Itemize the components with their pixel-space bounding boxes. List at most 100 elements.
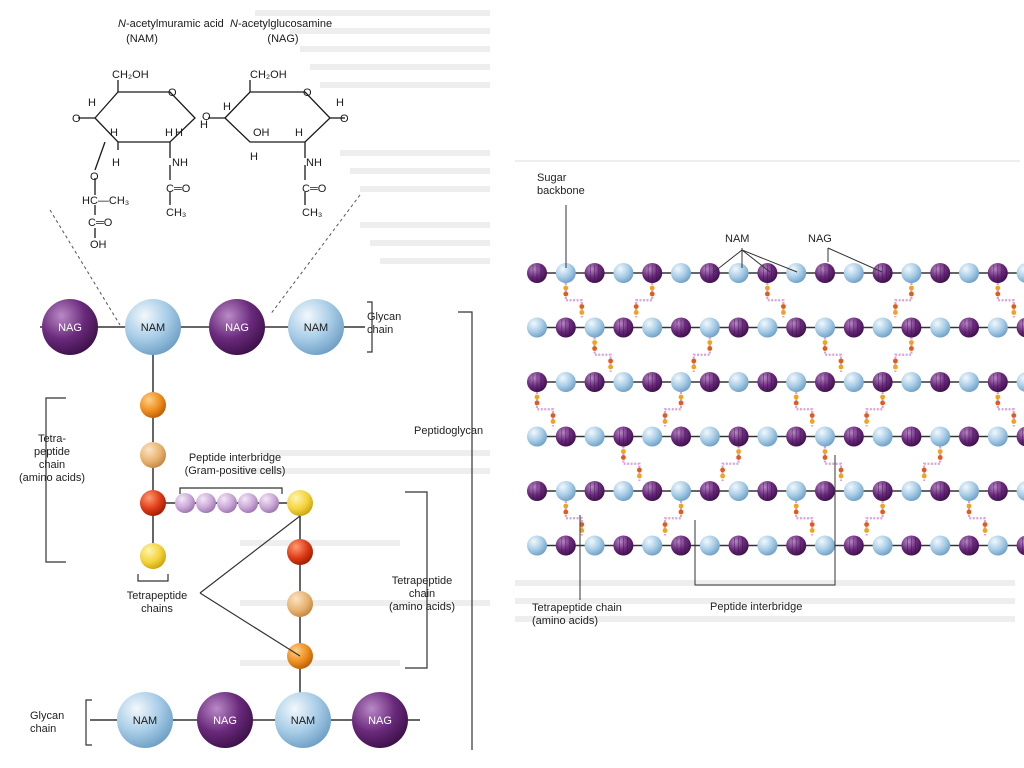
lattice-nam-bead bbox=[987, 317, 1008, 338]
lattice-amino-acid bbox=[608, 358, 613, 364]
lattice-amino-acid bbox=[893, 304, 898, 309]
lattice-nam-bead bbox=[872, 426, 893, 447]
lattice-nam-bead bbox=[728, 263, 749, 283]
lattice-amino-acid bbox=[793, 400, 799, 406]
top-ball-nag-2: NAG bbox=[209, 299, 265, 355]
amino-acid-left-1 bbox=[140, 392, 166, 418]
nag-title: N-acetylglucosamine bbox=[230, 18, 332, 30]
left-glycosidic-o: O bbox=[72, 113, 81, 125]
lattice-amino-acid bbox=[592, 346, 597, 351]
lattice-crosslink bbox=[795, 392, 814, 427]
lattice-crosslink bbox=[635, 283, 654, 318]
lattice-nam-bead bbox=[527, 317, 547, 338]
lattice-nam-bead bbox=[613, 263, 634, 283]
nam-h6: H bbox=[165, 127, 173, 139]
nam-label: NAM bbox=[725, 233, 750, 245]
nag-pointer-b bbox=[827, 247, 883, 273]
lattice-crosslink bbox=[865, 501, 884, 536]
lattice-nam-bead bbox=[843, 372, 864, 392]
lattice-amino-acid bbox=[893, 358, 898, 364]
lattice-amino-acid bbox=[1011, 419, 1017, 424]
lattice-amino-acid bbox=[579, 522, 585, 527]
top-glycan-bracket bbox=[367, 301, 373, 353]
lattice-nam-bead bbox=[815, 535, 835, 556]
nag-h4: H bbox=[250, 151, 258, 163]
lattice-amino-acid bbox=[592, 340, 597, 345]
tetrapeptide-chains-label: Tetrapeptide chains bbox=[126, 590, 188, 615]
nag-ch2oh: CH₂OH bbox=[250, 69, 287, 81]
lattice-crosslink bbox=[894, 283, 913, 318]
lattice-amino-acid bbox=[995, 285, 1001, 291]
lattice-amino-acid bbox=[966, 503, 972, 509]
peptidoglycan-label: Peptidoglycan bbox=[414, 425, 484, 437]
lattice-amino-acid bbox=[736, 449, 741, 454]
left-brackets bbox=[45, 301, 473, 750]
lattice-amino-acid bbox=[838, 358, 844, 364]
lattice-amino-acid bbox=[579, 304, 585, 309]
lattice-nam-bead bbox=[1016, 263, 1024, 283]
nag-ring-oxygen: O bbox=[303, 87, 312, 99]
amino-acid-left-4 bbox=[140, 543, 166, 569]
nag-title-italic: N bbox=[230, 18, 238, 30]
lattice-crosslink bbox=[923, 446, 942, 481]
lattice-amino-acid bbox=[765, 285, 770, 291]
lattice-amino-acid bbox=[649, 291, 655, 297]
lattice-nam-bead bbox=[699, 426, 720, 447]
lattice-amino-acid bbox=[649, 285, 655, 291]
nam-nh: NH bbox=[172, 157, 188, 169]
nag-h1: H bbox=[223, 101, 231, 113]
lattice-nam-bead bbox=[642, 317, 663, 338]
interbridge-residue-3 bbox=[217, 493, 237, 513]
lattice-amino-acid bbox=[720, 473, 725, 479]
bottom-ball-nam-2-label: NAM bbox=[291, 715, 315, 727]
nag-c-eq-o: C═O bbox=[302, 183, 327, 195]
lattice-amino-acid bbox=[550, 413, 556, 418]
lattice-amino-acid bbox=[793, 394, 799, 400]
lattice-crosslink bbox=[823, 337, 843, 372]
lattice-crosslink bbox=[593, 337, 612, 372]
lattice-amino-acid bbox=[921, 467, 927, 473]
lattice-nam-bead bbox=[959, 263, 979, 283]
lattice-nam-bead bbox=[1016, 481, 1024, 501]
lattice-amino-acid bbox=[937, 449, 943, 454]
lattice-amino-acid bbox=[678, 394, 684, 400]
lattice-nam-bead bbox=[757, 317, 778, 338]
lattice-amino-acid bbox=[880, 394, 885, 400]
lattice-crosslink bbox=[535, 392, 555, 427]
peptidoglycan-lattice bbox=[527, 263, 1024, 556]
lattice-nam-bead bbox=[555, 263, 576, 283]
amino-acid-left-3 bbox=[140, 490, 166, 516]
lattice-crosslink bbox=[564, 283, 583, 318]
nam-carbonyl: C═O bbox=[88, 217, 113, 229]
lattice-nam-bead bbox=[815, 317, 835, 338]
lattice-amino-acid bbox=[579, 528, 585, 533]
lattice-nam-bead bbox=[584, 426, 605, 447]
lattice-amino-acid bbox=[781, 310, 786, 315]
lattice-amino-acid bbox=[765, 291, 770, 297]
top-ball-nag-1: NAG bbox=[42, 299, 98, 355]
lattice-amino-acid bbox=[621, 455, 626, 460]
interbridge-bracket bbox=[179, 487, 283, 494]
lattice-amino-acid bbox=[662, 528, 668, 533]
nam-h5: H bbox=[112, 157, 120, 169]
zoom-line-left bbox=[49, 209, 121, 326]
lattice-amino-acid bbox=[793, 503, 799, 509]
lattice-nam-bead bbox=[1016, 372, 1024, 392]
lattice-nam-bead bbox=[930, 317, 951, 338]
lattice-amino-acid bbox=[579, 310, 585, 315]
lattice-nam-bead bbox=[843, 263, 864, 283]
lattice-amino-acid bbox=[1011, 413, 1017, 418]
lattice-nam-bead bbox=[613, 481, 634, 501]
nag-abbrev: (NAG) bbox=[267, 33, 298, 45]
lattice-nam-bead bbox=[671, 372, 691, 392]
lattice-crosslink bbox=[894, 337, 913, 372]
lattice-amino-acid bbox=[550, 419, 556, 424]
nag-h2: H bbox=[295, 127, 303, 139]
lattice-amino-acid bbox=[838, 467, 844, 473]
lattice-nam-bead bbox=[555, 372, 576, 392]
nam-h3: H bbox=[200, 119, 208, 131]
lattice-nam-bead bbox=[987, 426, 1008, 447]
lattice-amino-acid bbox=[720, 467, 725, 473]
nam-ring bbox=[94, 80, 196, 238]
